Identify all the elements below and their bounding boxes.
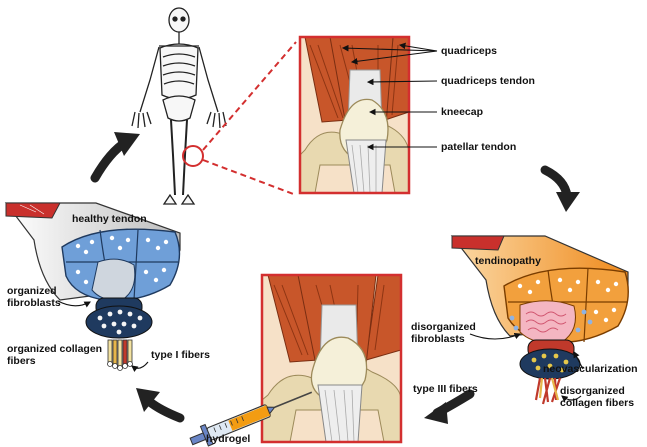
label-disorganized-collagen-fibers: disorganized collagen fibers — [560, 385, 644, 409]
label-tendinopathy: tendinopathy — [475, 255, 541, 267]
knee-highlight — [183, 146, 203, 166]
label-organized-fibroblasts: organized fibroblasts — [7, 285, 71, 309]
label-disorganized-fibroblasts: disorganized fibroblasts — [411, 321, 483, 345]
knee-anatomy-top — [300, 37, 409, 193]
label-kneecap: kneecap — [441, 106, 483, 118]
label-neovascularization: neovascularization — [543, 363, 638, 375]
label-healthy-tendon: healthy tendon — [72, 213, 147, 225]
zoom-line-top — [203, 42, 296, 150]
label-patellar-tendon: patellar tendon — [441, 141, 516, 153]
skeleton-icon — [132, 8, 226, 204]
label-quadriceps: quadriceps — [441, 45, 497, 57]
label-organized-collagen-fibers: organized collagen fibers — [7, 343, 111, 367]
knee-anatomy-bottom — [262, 275, 401, 442]
label-quadriceps-tendon: quadriceps tendon — [441, 75, 535, 87]
label-type-i-fibers: type I fibers — [151, 349, 210, 361]
label-type-iii-fibers: type III fibers — [413, 383, 478, 395]
label-hydrogel: hydrogel — [206, 433, 250, 445]
zoom-line-bottom — [203, 160, 296, 195]
